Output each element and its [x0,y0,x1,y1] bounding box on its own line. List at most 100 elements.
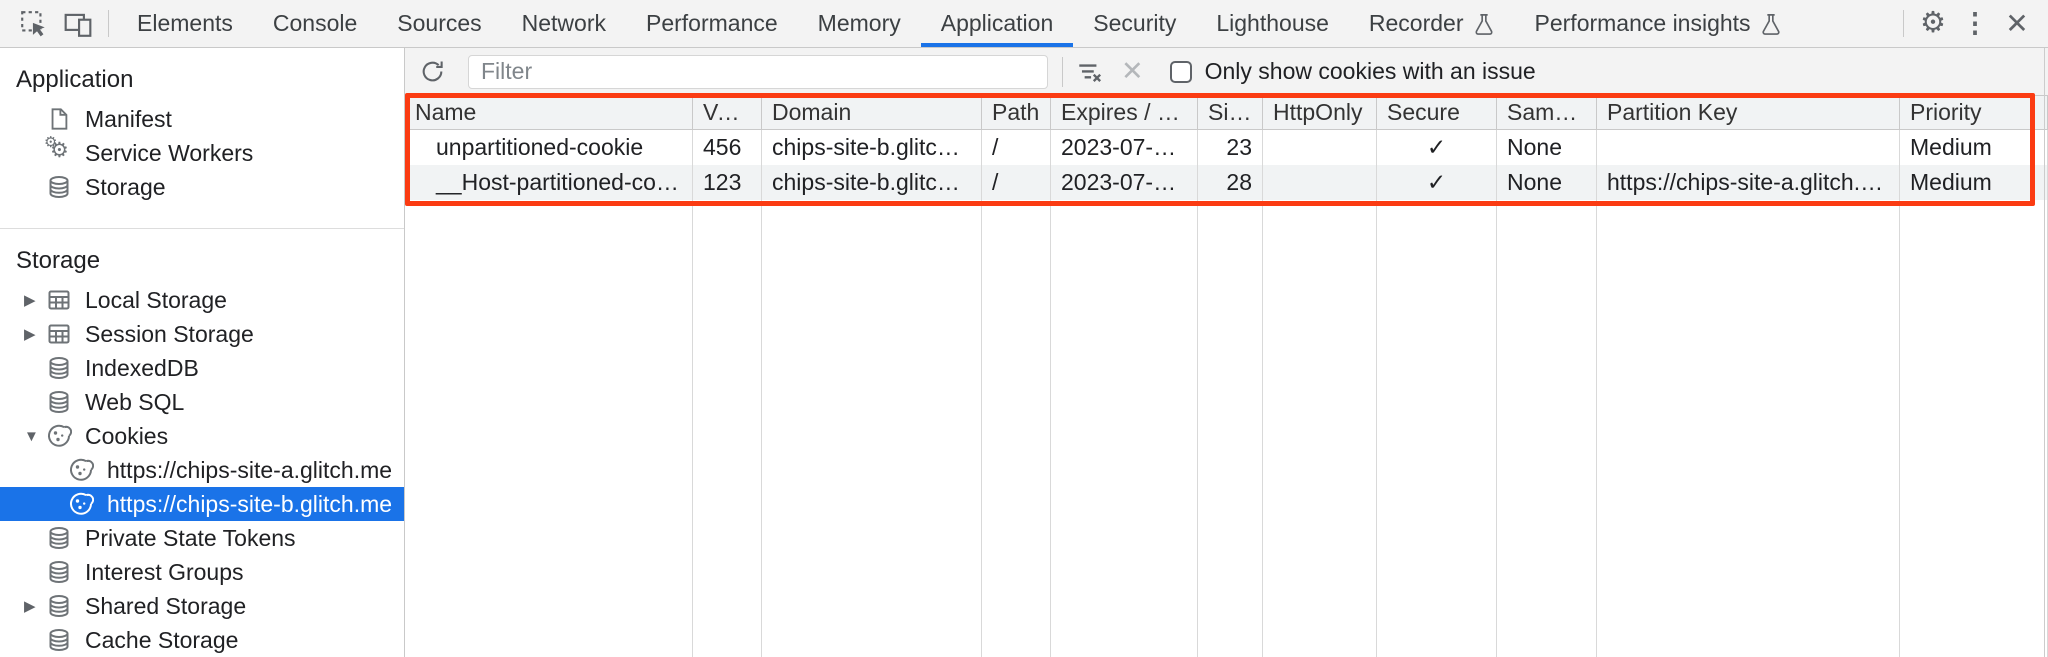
cell-partition-key[interactable]: https://chips-site-a.glitch.me [1597,165,1900,200]
sidebar-item-label: https://chips-site-b.glitch.me [107,490,393,517]
chevron-collapsed-icon[interactable]: ▶ [24,292,36,309]
column-header-name[interactable]: Name [405,96,693,130]
sidebar-item-local-storage[interactable]: ▶ Local Storage [0,283,404,317]
tab-label: Lighthouse [1216,10,1329,36]
issue-filter-checkbox-label: Only show cookies with an issue [1204,58,1536,84]
tab-label: Application [940,10,1054,36]
issue-filter-checkbox[interactable] [1169,60,1192,83]
sidebar-item-storage[interactable]: Storage [0,170,404,204]
inspect-element-icon[interactable] [12,0,56,47]
sidebar-section-title-application: Application [16,66,134,93]
sidebar-item-private-state-tokens[interactable]: Private State Tokens [0,521,404,555]
cell-secure[interactable]: ✓ [1377,130,1497,165]
settings-gear-icon[interactable]: ⚙ [1920,7,1946,39]
devtools-tabbar: Elements Console Sources Network Perform… [0,0,2048,48]
refresh-icon[interactable] [419,58,446,85]
empty-column [1377,200,1497,657]
sidebar-item-cookies-chips-site-b[interactable]: https://chips-site-b.glitch.me [0,487,404,521]
tab-performance[interactable]: Performance [626,0,798,47]
empty-column [762,200,982,657]
column-header-value[interactable]: Value [693,96,762,130]
cell-samesite[interactable]: None [1497,130,1597,165]
cookies-panel: ✕ Only show cookies with an issue Name V… [405,48,2048,657]
more-options-icon[interactable]: ⋮ [1961,8,1989,38]
toolbar-divider [1062,56,1063,87]
cell-httponly[interactable] [1263,130,1377,165]
empty-column [1263,200,1377,657]
cell-name[interactable]: __Host-partitioned-cookie [405,165,693,200]
empty-column [1051,200,1198,657]
clear-all-icon[interactable]: ✕ [1121,56,1144,86]
column-header-path[interactable]: Path [982,96,1051,130]
column-header-priority[interactable]: Priority [1900,96,2048,130]
tab-elements[interactable]: Elements [117,0,253,47]
cell-value[interactable]: 456 [693,130,762,165]
sidebar-item-interest-groups[interactable]: Interest Groups [0,555,404,589]
cell-size[interactable]: 28 [1198,165,1263,200]
tab-console[interactable]: Console [253,0,377,47]
cell-path[interactable]: / [982,130,1051,165]
device-toolbar-icon[interactable] [56,0,100,47]
experiment-flask-icon [1473,12,1495,37]
cookie-icon [68,457,94,483]
cell-secure[interactable]: ✓ [1377,165,1497,200]
sidebar-item-label: Local Storage [85,286,227,313]
tab-label: Sources [397,10,482,36]
chevron-collapsed-icon[interactable]: ▶ [24,598,36,615]
tab-recorder[interactable]: Recorder [1349,0,1515,47]
column-header-domain[interactable]: Domain [762,96,982,130]
cell-expires[interactable]: 2023-07-07… [1051,165,1198,200]
sidebar-item-web-sql[interactable]: Web SQL [0,385,404,419]
chevron-collapsed-icon[interactable]: ▶ [24,326,36,343]
close-devtools-icon[interactable]: ✕ [2005,7,2029,39]
cell-priority[interactable]: Medium [1900,165,2048,200]
cell-partition-key[interactable] [1597,130,1900,165]
sidebar-item-manifest[interactable]: Manifest [0,102,404,136]
filter-input[interactable] [468,54,1048,89]
clear-filter-icon[interactable] [1075,57,1105,87]
column-header-secure[interactable]: Secure [1377,96,1497,130]
column-header-size[interactable]: Size [1198,96,1263,130]
sidebar-item-label: Storage [85,173,166,200]
cell-priority[interactable]: Medium [1900,130,2048,165]
tab-network[interactable]: Network [502,0,626,47]
tab-label: Performance insights [1534,10,1751,36]
column-header-httponly[interactable]: HttpOnly [1263,96,1377,130]
sidebar-item-cache-storage[interactable]: Cache Storage [0,623,404,657]
application-sidebar: Application Manifest ⚙⚙ Service Workers [0,48,405,657]
cell-expires[interactable]: 2023-07-07… [1051,130,1198,165]
cell-name[interactable]: unpartitioned-cookie [405,130,693,165]
cell-size[interactable]: 23 [1198,130,1263,165]
column-header-expires[interactable]: Expires / M… [1051,96,1198,130]
chevron-expanded-icon[interactable]: ▼ [24,427,39,445]
column-header-partition-key[interactable]: Partition Key [1597,96,1900,130]
tab-application[interactable]: Application [920,0,1074,47]
cell-value[interactable]: 123 [693,165,762,200]
cell-domain[interactable]: chips-site-b.glitch.me [762,130,982,165]
sidebar-item-label: Web SQL [85,388,185,415]
empty-column [1900,200,2048,657]
tab-performance-insights[interactable]: Performance insights [1515,0,1802,47]
cell-path[interactable]: / [982,165,1051,200]
tab-security[interactable]: Security [1073,0,1196,47]
sidebar-item-cookies-chips-site-a[interactable]: https://chips-site-a.glitch.me [0,453,404,487]
tab-memory[interactable]: Memory [798,0,921,47]
column-header-samesite[interactable]: SameSite [1497,96,1597,130]
tab-label: Console [272,10,358,36]
tab-sources[interactable]: Sources [377,0,501,47]
document-icon [46,106,72,132]
database-icon [46,627,72,653]
cell-httponly[interactable] [1263,165,1377,200]
cell-samesite[interactable]: None [1497,165,1597,200]
sidebar-item-shared-storage[interactable]: ▶ Shared Storage [0,589,404,623]
sidebar-item-session-storage[interactable]: ▶ Session Storage [0,317,404,351]
cookies-table-area: Name Value Domain Path Expires / M… Size… [405,93,2048,657]
sidebar-item-cookies[interactable]: ▼ Cookies [0,419,404,453]
tab-lighthouse[interactable]: Lighthouse [1196,0,1349,47]
sidebar-item-service-workers[interactable]: ⚙⚙ Service Workers [0,134,404,170]
table-icon [46,287,72,313]
sidebar-item-indexeddb[interactable]: IndexedDB [0,351,404,385]
sidebar-item-label: Manifest [85,105,172,132]
empty-column [405,200,693,657]
cell-domain[interactable]: chips-site-b.glitch.me [762,165,982,200]
